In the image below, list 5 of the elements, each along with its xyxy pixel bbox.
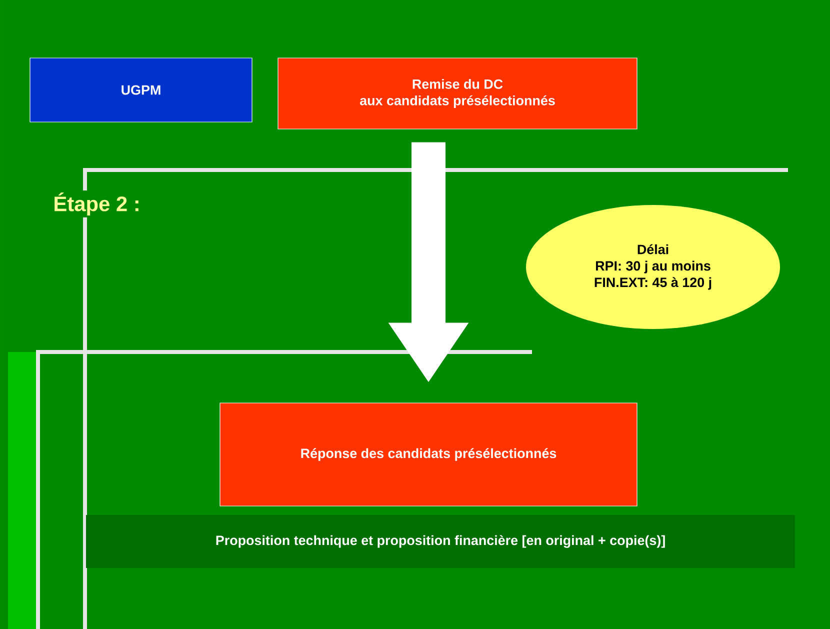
step-title: Étape 2 : <box>51 190 142 218</box>
org-box: UGPM <box>30 58 252 122</box>
document-band: Proposition technique et proposition financière [en original + copie(s)] <box>86 515 795 568</box>
process-box: Réponse des candidats présélectionnés <box>220 402 638 506</box>
process-box: Remise du DC aux candidats présélectionnés <box>278 58 638 130</box>
